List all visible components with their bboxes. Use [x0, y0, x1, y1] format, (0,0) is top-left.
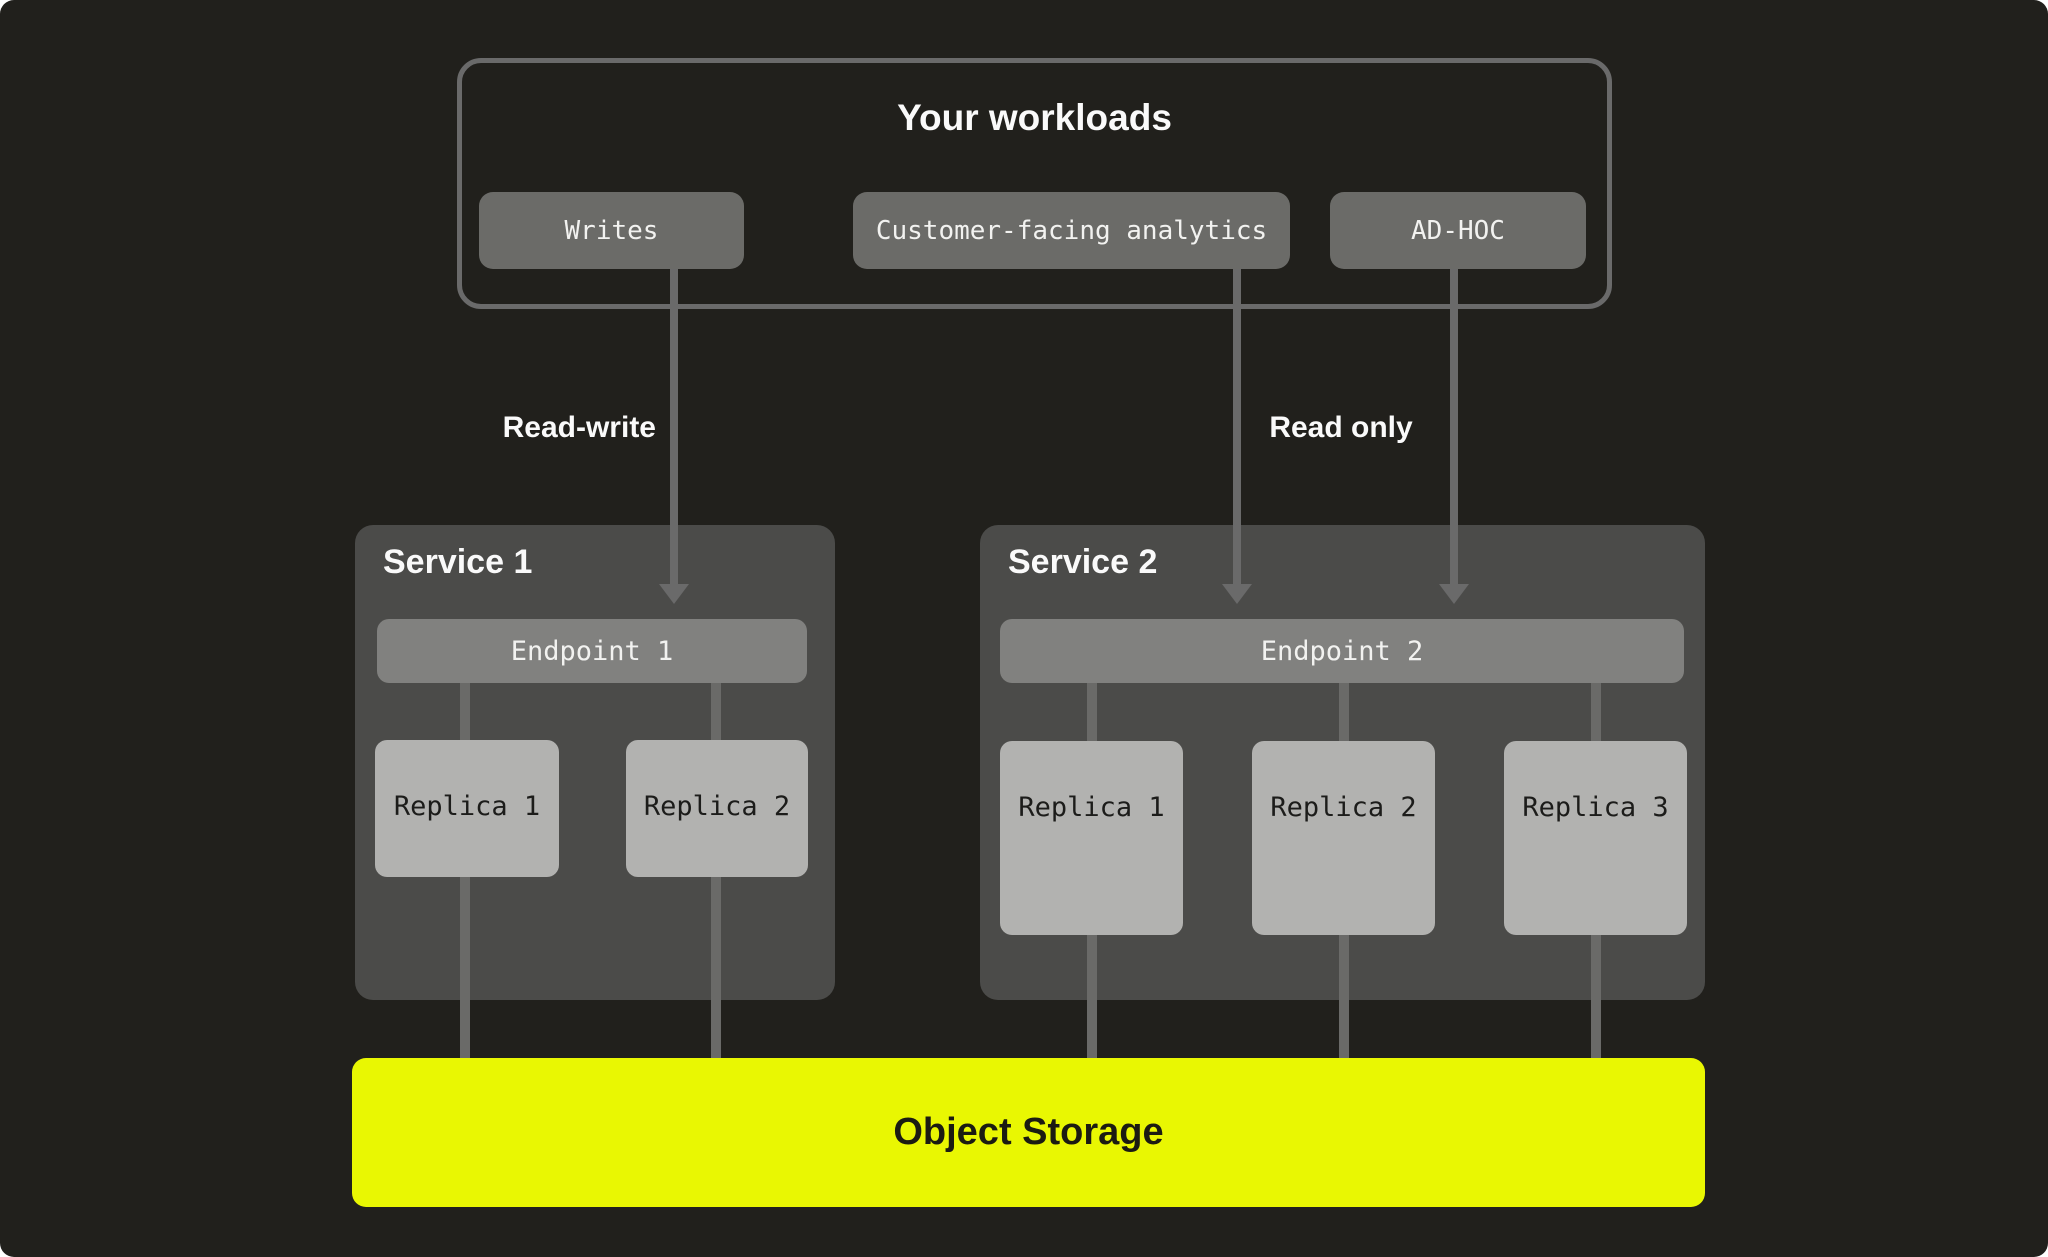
workload-customer-facing-analytics-label: Customer-facing analytics	[875, 215, 1268, 246]
workload-ad-hoc-label: AD-HOC	[1411, 215, 1505, 246]
arrowhead-down-icon	[1222, 584, 1252, 604]
read-only-label: Read only	[1269, 411, 1413, 444]
service2-replica-1: Replica 1	[1000, 741, 1183, 935]
object-storage-bar: Object Storage	[352, 1058, 1705, 1207]
endpoint-1-bar: Endpoint 1	[377, 619, 807, 683]
endpoint-1-label: Endpoint 1	[510, 635, 674, 667]
analytics-to-endpoint2-arrow-line	[1233, 268, 1241, 588]
service1-replica-2: Replica 2	[626, 740, 808, 877]
endpoint-2-bar: Endpoint 2	[1000, 619, 1684, 683]
writes-to-endpoint1-arrow-line	[670, 269, 678, 588]
service1-replica-1: Replica 1	[375, 740, 559, 877]
arrowhead-down-icon	[659, 584, 689, 604]
object-storage-label: Object Storage	[893, 1111, 1164, 1153]
service2-replica-3: Replica 3	[1504, 741, 1687, 935]
service-2-title: Service 2	[1008, 543, 1158, 581]
adhoc-to-endpoint2-arrow-line	[1450, 268, 1458, 588]
workload-ad-hoc: AD-HOC	[1330, 192, 1586, 269]
arrowhead-down-icon	[1439, 584, 1469, 604]
workloads-group-box	[457, 58, 1612, 309]
workloads-title: Your workloads	[897, 97, 1172, 138]
service-1-title: Service 1	[383, 543, 533, 581]
workload-writes-label: Writes	[564, 215, 659, 246]
read-write-label: Read-write	[502, 411, 656, 444]
workload-writes: Writes	[479, 192, 744, 269]
endpoint-2-label: Endpoint 2	[1260, 635, 1424, 667]
service2-replica-2: Replica 2	[1252, 741, 1435, 935]
workload-customer-facing-analytics: Customer-facing analytics	[853, 192, 1290, 269]
